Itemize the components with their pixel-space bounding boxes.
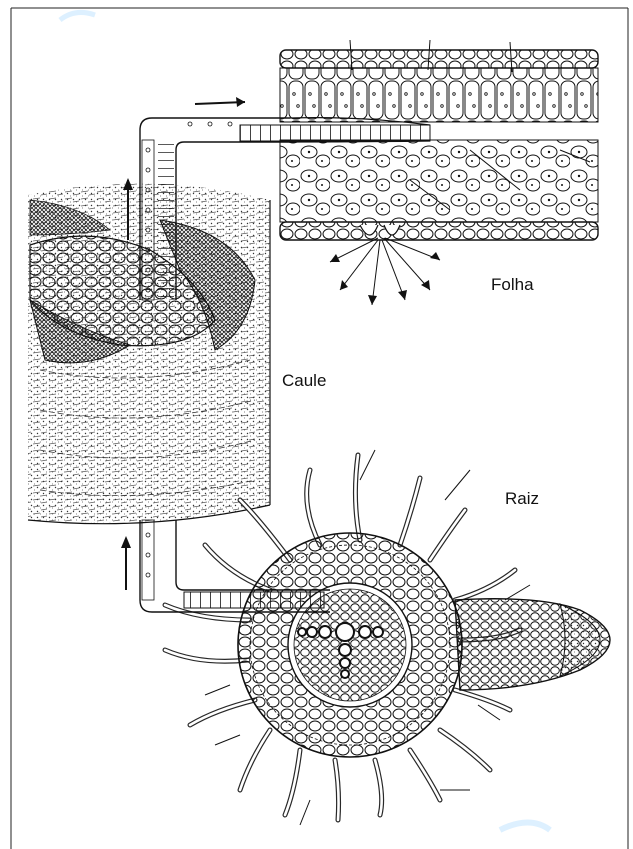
stem-section: [28, 184, 270, 524]
stem-label: Caule: [282, 371, 326, 391]
leaf-cross-section: [280, 40, 598, 305]
root-label: Raiz: [505, 489, 539, 509]
leaf-label: Folha: [491, 275, 534, 295]
